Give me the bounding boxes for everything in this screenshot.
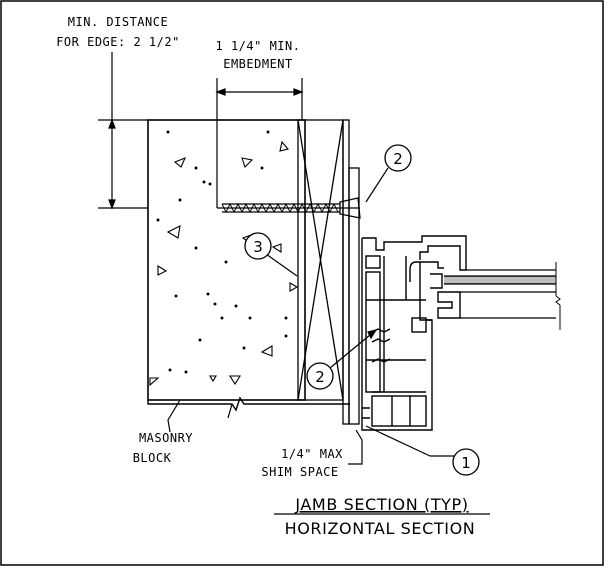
shim-label-2: SHIM SPACE	[261, 465, 338, 479]
leader-lines	[167, 167, 458, 465]
window-frame-extrusion	[361, 235, 467, 431]
min-distance-label-1: MIN. DISTANCE	[68, 15, 168, 29]
min-distance-label-2: FOR EDGE: 2 1/2"	[56, 35, 180, 49]
masonry-label-2: BLOCK	[133, 451, 172, 465]
callout-fastener-bottom: 2	[315, 368, 325, 386]
section-subtitle: HORIZONTAL SECTION	[285, 519, 476, 538]
embedment-label-2: EMBEDMENT	[223, 57, 293, 71]
shim-label-1: 1/4" MAX	[281, 447, 343, 461]
callout-circles	[244, 144, 480, 476]
embedment-label-1: 1 1/4" MIN.	[216, 39, 301, 53]
glass-panel	[444, 262, 561, 330]
callout-fastener-top: 2	[393, 150, 403, 168]
concrete-hatch	[149, 130, 299, 387]
shim-strip	[342, 119, 360, 425]
callout-anchor: 3	[253, 238, 263, 256]
masonry-label-1: MASONRY	[139, 431, 193, 445]
fastener-screw	[217, 197, 361, 219]
section-title: JAMB SECTION (TYP)	[294, 495, 468, 514]
dimension-lines	[98, 52, 304, 210]
masonry-block	[147, 119, 350, 419]
callout-frame: 1	[461, 454, 471, 472]
